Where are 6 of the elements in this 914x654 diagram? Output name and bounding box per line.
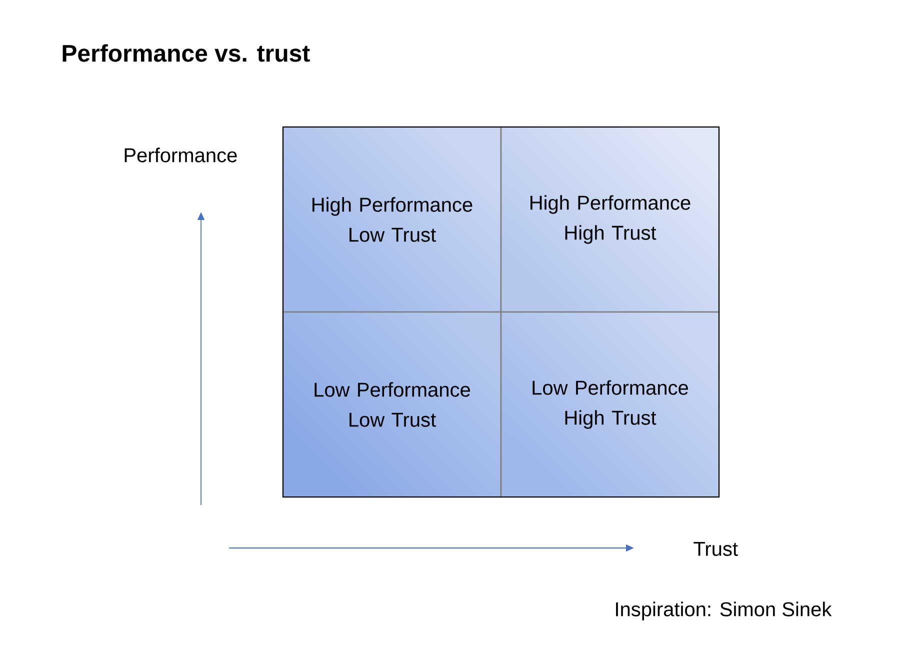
quadrant-box: High Performance Low Trust xyxy=(282,126,502,313)
title: Performance vs. trust xyxy=(62,44,310,62)
axis-label: Trust xyxy=(694,542,738,556)
credit-note: Inspiration: Simon Sinek xyxy=(616,602,832,620)
axis-label: Performance xyxy=(124,148,237,162)
quadrant-box: Low Performance High Trust xyxy=(500,311,720,498)
